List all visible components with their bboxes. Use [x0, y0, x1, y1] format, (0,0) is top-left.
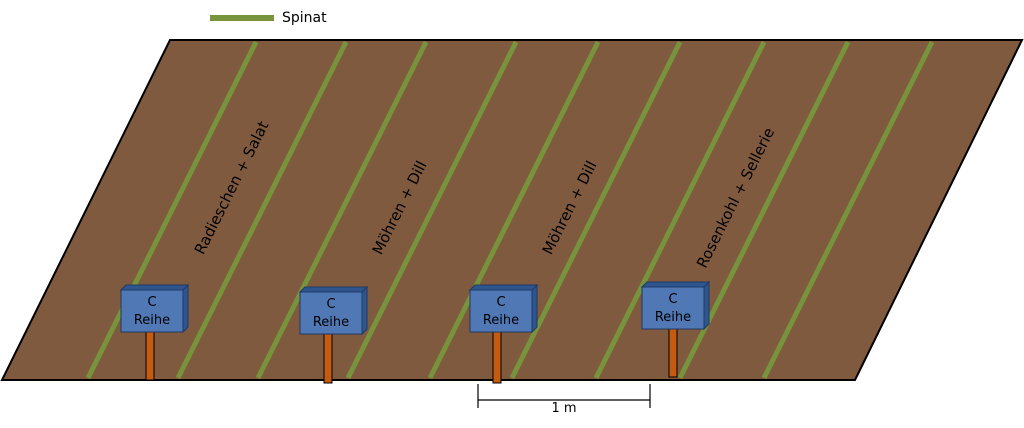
legend-label: Spinat [282, 10, 327, 26]
sign-face [469, 289, 533, 333]
sign-top [298, 286, 369, 293]
sign-line-1: C [147, 295, 156, 310]
sign-side [531, 283, 538, 334]
row-sign-3: C Reihe [468, 283, 539, 384]
sign-top [640, 281, 711, 288]
spinat-row-line-1 [85, 40, 259, 380]
row-lines [85, 40, 935, 380]
sign-post [668, 326, 678, 378]
spinat-row-line-6 [509, 40, 683, 380]
sign-line-1: C [496, 295, 505, 310]
legend: Spinat [210, 8, 327, 28]
sign-face [641, 286, 705, 330]
sign-line-2: Reihe [134, 313, 170, 328]
spinat-row-line-4 [345, 40, 519, 380]
row-sign-2: C Reihe [298, 285, 369, 384]
row-signs: C Reihe C Reihe C Reihe C Reihe [119, 280, 711, 384]
sign-face [120, 289, 184, 333]
spinat-row-line-2 [175, 40, 349, 380]
sign-side [703, 280, 710, 331]
sign-line-1: C [326, 297, 335, 312]
sign-top [468, 284, 539, 291]
sign-side [182, 283, 189, 334]
sign-side [361, 285, 368, 336]
row-sign-1: C Reihe [119, 283, 190, 381]
spinat-row-line-5 [427, 40, 601, 380]
sign-face [299, 291, 363, 335]
sign-post [323, 331, 333, 384]
spinat-row-line-7 [593, 40, 767, 380]
scale-bar: 1 m [477, 384, 651, 416]
sign-post [492, 329, 502, 384]
spinat-row-line-9 [761, 40, 935, 380]
legend-swatch-spinat [210, 15, 274, 21]
spinat-row-line-3 [255, 40, 429, 380]
scale-label: 1 m [551, 401, 576, 416]
sign-line-2: Reihe [313, 315, 349, 330]
row-sign-4: C Reihe [640, 280, 711, 378]
sign-line-2: Reihe [655, 310, 691, 325]
sign-line-2: Reihe [483, 313, 519, 328]
sign-top [119, 284, 190, 291]
sign-post [145, 329, 155, 381]
sign-line-1: C [668, 292, 677, 307]
